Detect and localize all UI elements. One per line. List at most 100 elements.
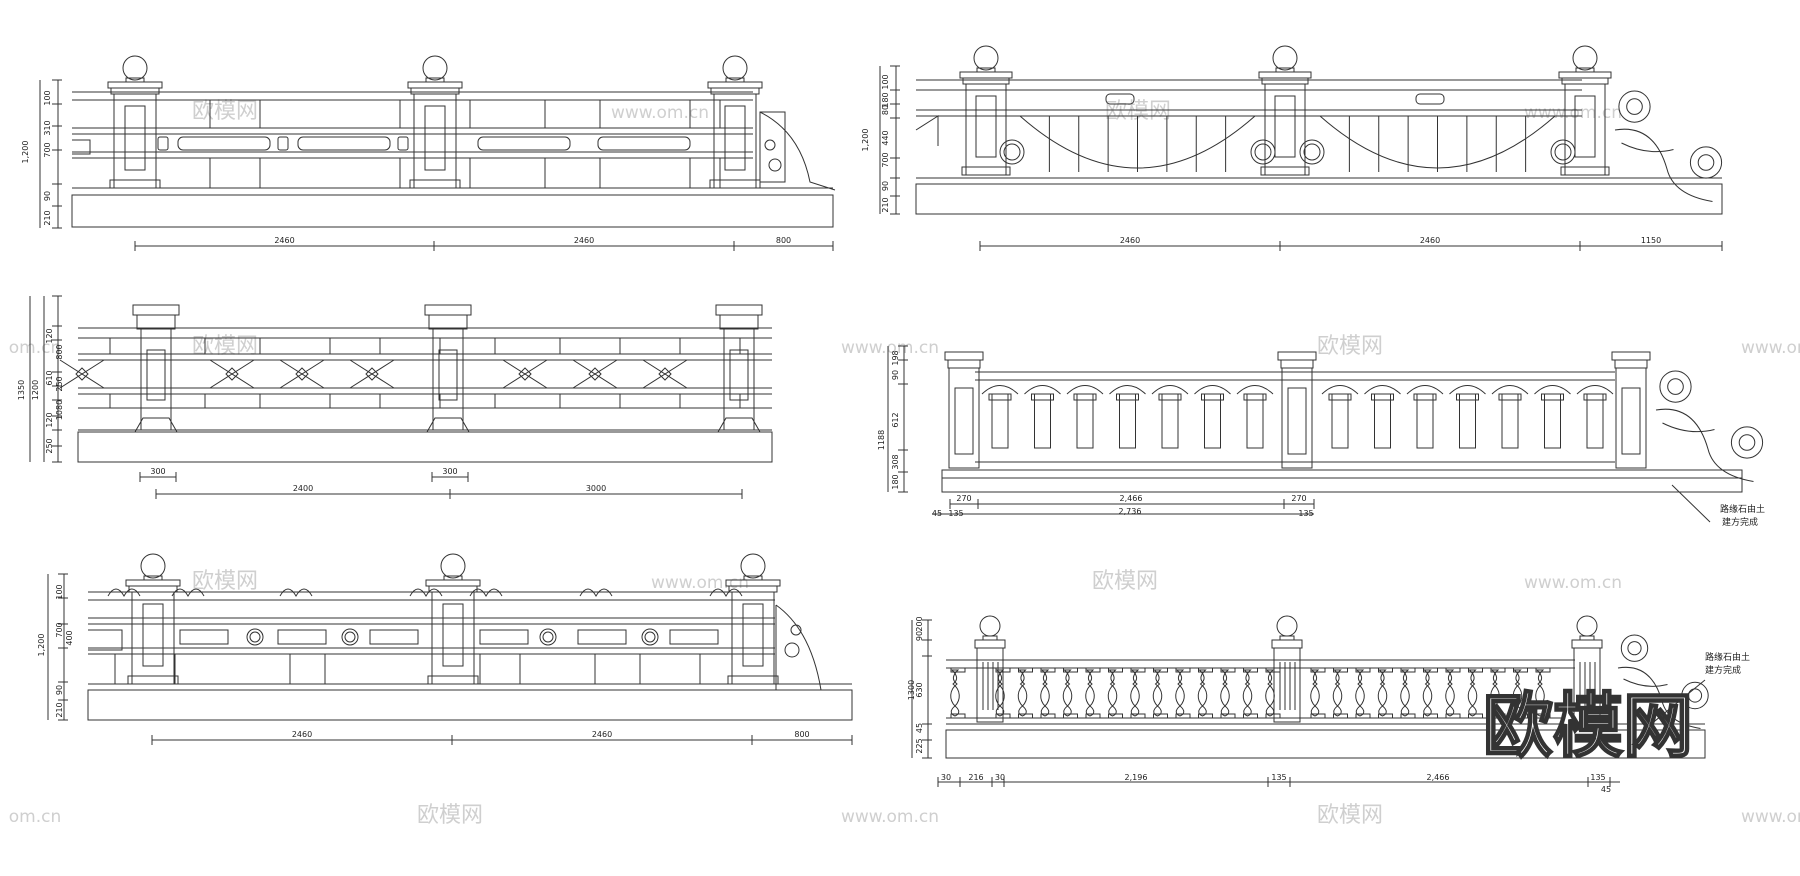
post-finial-ball [422,55,448,81]
post-base [427,675,479,685]
dimension-label: 120 [45,412,54,427]
dimension-label: 800 [776,236,791,245]
railing-5-ornament [279,588,313,598]
railing-6-baluster-cap [1153,667,1168,673]
railing-6-vase-baluster [1445,669,1455,717]
railing-4-column [1204,393,1221,449]
dimension-label: 30 [941,773,951,782]
railing-6-baluster-cap [1130,667,1146,673]
post-shaft [131,591,175,685]
watermark-url: www.om.cn [1741,807,1800,827]
dimension-label: 1150 [1641,236,1661,245]
post-base [127,675,179,685]
dimension-label: 400 [65,630,74,645]
railing-5-panel [669,629,719,645]
railing-6-baluster-base [1040,713,1056,719]
railing-2-medallion [999,139,1025,165]
railing-1-small-panel [157,136,169,151]
railing-4-note: 路缘石由土 [1720,503,1765,515]
railing-5-end-ornament [790,624,802,636]
dimension-label: 2460 [592,730,612,739]
railing-6-vase-baluster [1377,669,1388,717]
railing-5-roundel-inner [249,631,261,643]
railing-3-post-cap [132,304,180,316]
dimension-label: 700 [55,622,64,637]
dimension-label: 45 [915,723,924,733]
railing-4-post-cap-band [947,359,981,369]
scroll-leaf [1621,142,1674,153]
railing-6-vase-baluster [1040,669,1050,717]
scroll-rosette [1689,146,1723,179]
post-shaft [413,93,457,189]
railing-4-column [1246,393,1264,449]
railing-3-post-cap [424,304,472,316]
railing-6-vase-baluster [1017,669,1028,717]
dimension-label: 100 [43,90,52,105]
railing-5-panel [369,629,419,645]
railing-6-post-finial [1576,615,1598,637]
railing-4-column [1374,393,1391,449]
railing-3-cross [209,359,255,389]
post-cap-band [1561,77,1609,85]
dimension-label: 250 [55,376,64,391]
railing-3-cross [279,359,325,389]
railing-5-roundel [341,628,359,646]
railing-2-medallion-inner [1303,143,1321,161]
railing-2-medallion-inner [1554,143,1572,161]
railing-3-cross-diamond [588,367,602,381]
railing-6-baluster-base [1265,713,1281,719]
railing-6-baluster-cap [1220,667,1236,673]
railing-4-arch [1194,385,1231,395]
dimension-label: 1,200 [861,129,870,152]
railing-5-ornament [409,588,443,598]
railing-6-vase-baluster [1332,669,1343,717]
dimension-label: 250 [45,438,54,453]
railing-4-post-panel [1621,387,1641,455]
railing-4-post-cap [1277,351,1317,361]
scroll-rosette [1618,90,1651,123]
dimension-label: 1,200 [37,634,46,657]
dimension-label: 2,466 [1427,773,1450,782]
railing-1-small-panel [277,136,289,151]
scroll-rosette [1659,370,1692,403]
railing-6-post-finial [979,615,1001,637]
watermark-url: om.cn [9,807,62,827]
railing-6-baluster-base [1175,713,1191,719]
dimension-label: 2460 [274,236,294,245]
railing-3-cross-diamond [75,367,89,381]
scroll-rosette [1730,426,1764,459]
dimension-label: 135 [1271,773,1286,782]
railing-6-baluster-cap [1198,667,1213,673]
post-base [409,179,461,189]
dimension-label: 90 [55,685,64,695]
railing-6-baluster-base [1513,713,1528,719]
dimension-label: 300 [150,467,165,476]
post-base [109,179,161,189]
railing-1-plinth [71,194,834,228]
railing-3-cross [642,359,688,389]
railing-6-baluster-cap [1108,667,1123,673]
railing-2-break-edge [915,115,939,146]
railing-4-column [1586,393,1604,449]
railing-4-column [1076,393,1094,449]
railing-3-cross-diamond [658,367,672,381]
railing-6-baluster-cap [1490,667,1506,673]
post-cap [1258,71,1312,79]
post-cap-band [962,77,1010,85]
watermark-url: www.om.cn [841,338,939,358]
railing-6-baluster-cap [1018,667,1033,673]
watermark-cn: 欧模网 [192,99,258,124]
railing-4-arch [981,385,1019,395]
dimension-label: 1188 [877,430,886,450]
dimension-label: 2,736 [1119,507,1142,516]
railing-4-post-shaft [1281,367,1313,469]
railing-5-ornament [579,588,613,598]
dimension-label: 135 [1590,773,1605,782]
dimension-label: 610 [45,370,54,385]
railing-4-post-cap-band [1280,359,1314,369]
railing-5-panel [277,629,327,645]
dimension-label: 2400 [293,484,313,493]
railing-6-baluster-base [1400,713,1416,719]
dimension-label: 210 [881,197,890,212]
